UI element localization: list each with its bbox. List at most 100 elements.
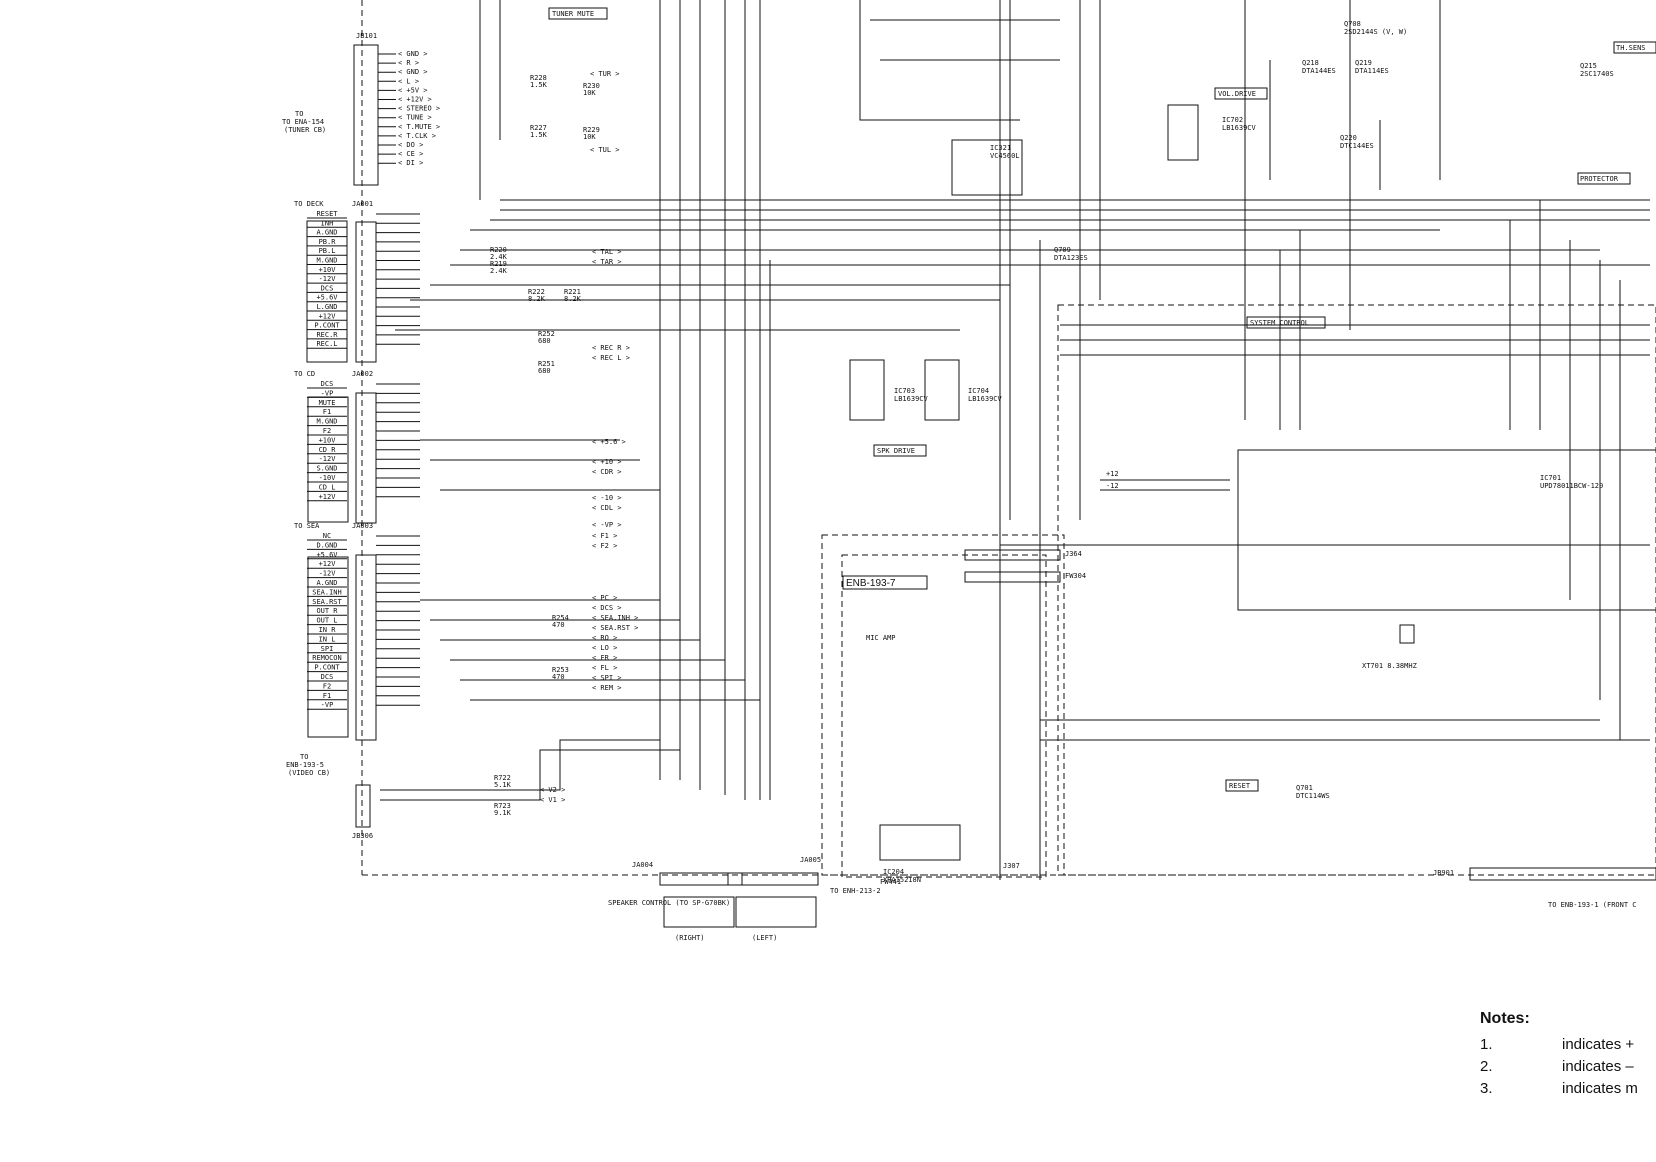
resistor-value: 9.1K xyxy=(494,809,512,817)
resistor-label: R222 xyxy=(528,288,545,296)
pin-label: < R > xyxy=(398,59,419,67)
signal-label: < SPI > xyxy=(592,674,622,682)
th-sens-label: TH.SENS xyxy=(1616,44,1646,52)
resistor-label: R230 xyxy=(583,82,600,90)
connector-name: JB901 xyxy=(1433,869,1454,877)
connector-name: JB101 xyxy=(356,32,377,40)
minus12-label: -12 xyxy=(1106,482,1119,490)
note-item: 3. indicates m xyxy=(1480,1078,1656,1100)
pin-label: NC xyxy=(323,532,331,540)
resistor-value: 680 xyxy=(538,337,551,345)
pin-label: < CE > xyxy=(398,150,423,158)
right-label: (RIGHT) xyxy=(675,934,705,942)
signal-label: < V2 > xyxy=(540,786,565,794)
resistor-value: 1.5K xyxy=(530,81,548,89)
connector-target: (VIDEO CB) xyxy=(288,769,330,777)
signal-label: < LO > xyxy=(592,644,617,652)
pin-label: < STEREO > xyxy=(398,105,440,113)
connector-name: JB306 xyxy=(352,832,373,840)
fw441-label: FW441 xyxy=(880,878,901,886)
pin-label: CD R xyxy=(319,446,337,454)
pin-label: INH xyxy=(321,219,334,227)
xt701-label: XT701 8.38MHZ xyxy=(1362,662,1417,670)
signal-label: < -VP > xyxy=(592,521,622,529)
resistor-label: R722 xyxy=(494,774,511,782)
resistor-value: 10K xyxy=(583,133,596,141)
j307-label: J307 xyxy=(1003,862,1020,870)
transistor-label: Q219 xyxy=(1355,59,1372,67)
system-control-label: SYSTEM CONTROL xyxy=(1250,319,1309,327)
resistor-value: 470 xyxy=(552,621,565,629)
resistor-value: 2.4K xyxy=(490,253,508,261)
signal-label: < CDL > xyxy=(592,504,622,512)
resistor-label: R254 xyxy=(552,614,569,622)
signal-label: < FR > xyxy=(592,654,617,662)
connector-target: TO DECK xyxy=(294,200,324,208)
ic-label: IC204 xyxy=(883,868,904,876)
connector-name: JA002 xyxy=(352,370,373,378)
connector-target: TO CD xyxy=(294,370,315,378)
pin-label: F1 xyxy=(323,408,331,416)
ic-part: LB1639CV xyxy=(968,395,1003,403)
transistor-part: DTC114WS xyxy=(1296,792,1330,800)
resistor-label: R221 xyxy=(564,288,581,296)
pin-label: < +12V > xyxy=(398,96,432,104)
signal-label: < V1 > xyxy=(540,796,565,804)
vol-drive-label: VOL.DRIVE xyxy=(1218,90,1256,98)
note-item: 1. indicates + xyxy=(1480,1034,1656,1056)
pin-label: PB.R xyxy=(319,238,337,246)
pin-label: +12V xyxy=(319,560,337,568)
pin-label: A.GND xyxy=(316,579,337,587)
resistor-value: 10K xyxy=(583,89,596,97)
pin-label: -12V xyxy=(319,455,337,463)
pin-label: -10V xyxy=(319,474,337,482)
note-text: indicates – xyxy=(1562,1058,1634,1075)
transistor-label: Q215 xyxy=(1580,62,1597,70)
transistor-label: Q709 xyxy=(1054,246,1071,254)
connector-target: TO xyxy=(295,110,303,118)
signal-label: < PC > xyxy=(592,594,617,602)
pin-label: -VP xyxy=(321,389,334,397)
notes-section: Notes: 1. indicates + 2. indicates – 3. … xyxy=(1480,1010,1656,1100)
tuner-mute-label: TUNER MUTE xyxy=(552,10,594,18)
pin-label: < T.MUTE > xyxy=(398,123,440,131)
pin-label: +10V xyxy=(319,266,337,274)
connector-target: TO SEA xyxy=(294,522,320,530)
reset-label: RESET xyxy=(1229,782,1251,790)
enb-block-label: ENB-193-7 xyxy=(846,578,896,589)
note-text: indicates m xyxy=(1562,1080,1638,1097)
resistor-value: 2.4K xyxy=(490,267,508,275)
pin-label: CD L xyxy=(319,483,336,491)
pin-label: OUT L xyxy=(316,617,337,625)
signal-label: < RO > xyxy=(592,634,617,642)
transistor-label: Q708 xyxy=(1344,20,1361,28)
pin-label: OUT R xyxy=(316,607,338,615)
pin-label: SEA.RST xyxy=(312,598,342,606)
ic-label: IC704 xyxy=(968,387,989,395)
resistor-label: R220 xyxy=(490,246,507,254)
pin-label: DCS xyxy=(321,673,334,681)
pin-label: +12V xyxy=(319,312,337,320)
pin-label: < GND > xyxy=(398,50,428,58)
pin-label: A.GND xyxy=(316,229,337,237)
signal-label: < F2 > xyxy=(592,542,617,550)
transistor-part: 2SC1740S xyxy=(1580,70,1614,78)
protector-label: PROTECTOR xyxy=(1580,175,1619,183)
pin-label: F1 xyxy=(323,692,331,700)
pin-label: M.GND xyxy=(316,257,337,265)
note-number: 3. xyxy=(1480,1080,1493,1097)
signal-label: < -10 > xyxy=(592,494,622,502)
pin-label: SEA.INH xyxy=(312,588,342,596)
wiring xyxy=(361,0,1656,928)
pin-label: F2 xyxy=(323,682,331,690)
ic-label: IC702 xyxy=(1222,116,1243,124)
resistor-label: R251 xyxy=(538,360,555,368)
resistor-label: R723 xyxy=(494,802,511,810)
ic-part: VC4560L xyxy=(990,152,1020,160)
pin-label: -12V xyxy=(319,275,337,283)
transistor-part: 2SD2144S (V, W) xyxy=(1344,28,1407,36)
j364-label: J364 xyxy=(1065,550,1082,558)
signal-label: < DCS > xyxy=(592,604,622,612)
ic-label: IC703 xyxy=(894,387,915,395)
